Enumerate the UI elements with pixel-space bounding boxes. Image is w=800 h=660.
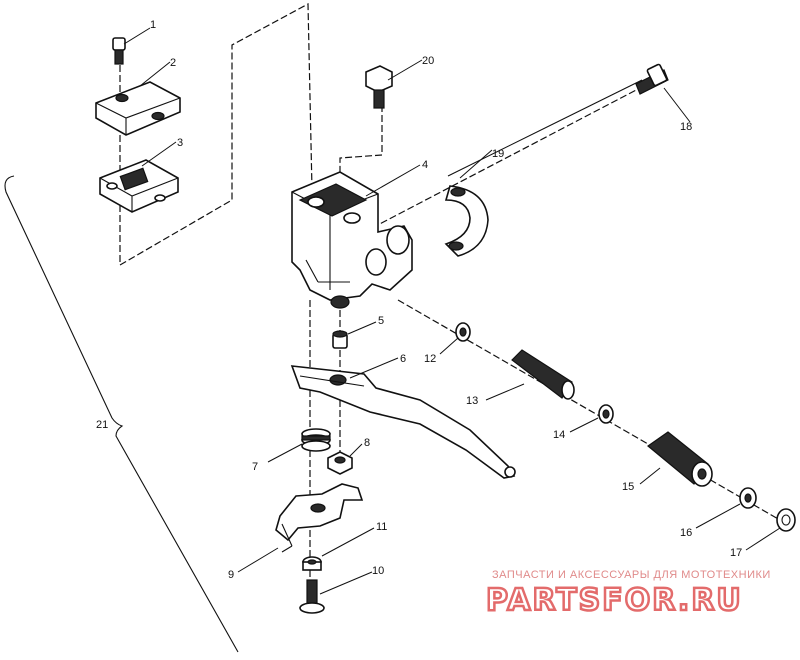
part-14-seal (598, 404, 614, 424)
callout-17: 17 (730, 547, 742, 559)
watermark: ЗАПЧАСТИ И АКСЕССУАРЫ ДЛЯ МОТОТЕХНИКИ PA… (485, 569, 771, 619)
callout-6: 6 (400, 353, 406, 365)
part-7-spring (301, 428, 331, 452)
callout-20: 20 (422, 55, 434, 67)
part-2-reservoir-cover (95, 81, 181, 136)
callout-9: 9 (228, 569, 234, 581)
callout-3: 3 (177, 137, 183, 149)
callout-10: 10 (372, 565, 384, 577)
callout-21: 21 (96, 419, 108, 431)
callout-19: 19 (492, 148, 504, 160)
callout-1: 1 (150, 19, 156, 31)
callout-14: 14 (553, 429, 565, 441)
callout-13: 13 (466, 395, 478, 407)
part-16-washer (739, 487, 757, 509)
callout-5: 5 (378, 315, 384, 327)
watermark-tagline: ЗАПЧАСТИ И АКСЕССУАРЫ ДЛЯ МОТОТЕХНИКИ (492, 569, 771, 581)
part-9-bracket (275, 483, 364, 553)
callout-8: 8 (364, 437, 370, 449)
leader-lines (123, 27, 781, 595)
callout-15: 15 (622, 481, 634, 493)
assembly-bracket (4, 175, 239, 653)
part-1-screw (112, 37, 126, 65)
callout-labels: 1 2 3 4 5 6 7 8 9 10 11 12 13 14 15 16 1… (96, 19, 742, 581)
part-15-piston (647, 431, 713, 487)
callout-16: 16 (680, 527, 692, 539)
part-4-master-cylinder (291, 171, 413, 309)
part-8-nut (327, 451, 353, 475)
watermark-logo: PARTSFOR.RU (486, 583, 743, 618)
part-20-bolt (365, 65, 393, 109)
part-3-diaphragm (99, 159, 179, 213)
callout-7: 7 (252, 461, 258, 473)
alignment-lines (117, 3, 781, 600)
part-17-circlip (776, 508, 796, 532)
callout-18: 18 (680, 121, 692, 133)
callout-11: 11 (376, 521, 387, 533)
part-6-lever (290, 365, 516, 479)
part-12-washer (455, 322, 471, 342)
part-13-spring (511, 349, 575, 400)
part-19-clamp (444, 185, 489, 257)
part-10-screw (299, 579, 325, 614)
callout-4: 4 (422, 159, 428, 171)
callout-12: 12 (424, 353, 436, 365)
callout-2: 2 (170, 57, 176, 69)
part-5-bushing (332, 330, 348, 349)
part-11-nut (302, 556, 322, 571)
